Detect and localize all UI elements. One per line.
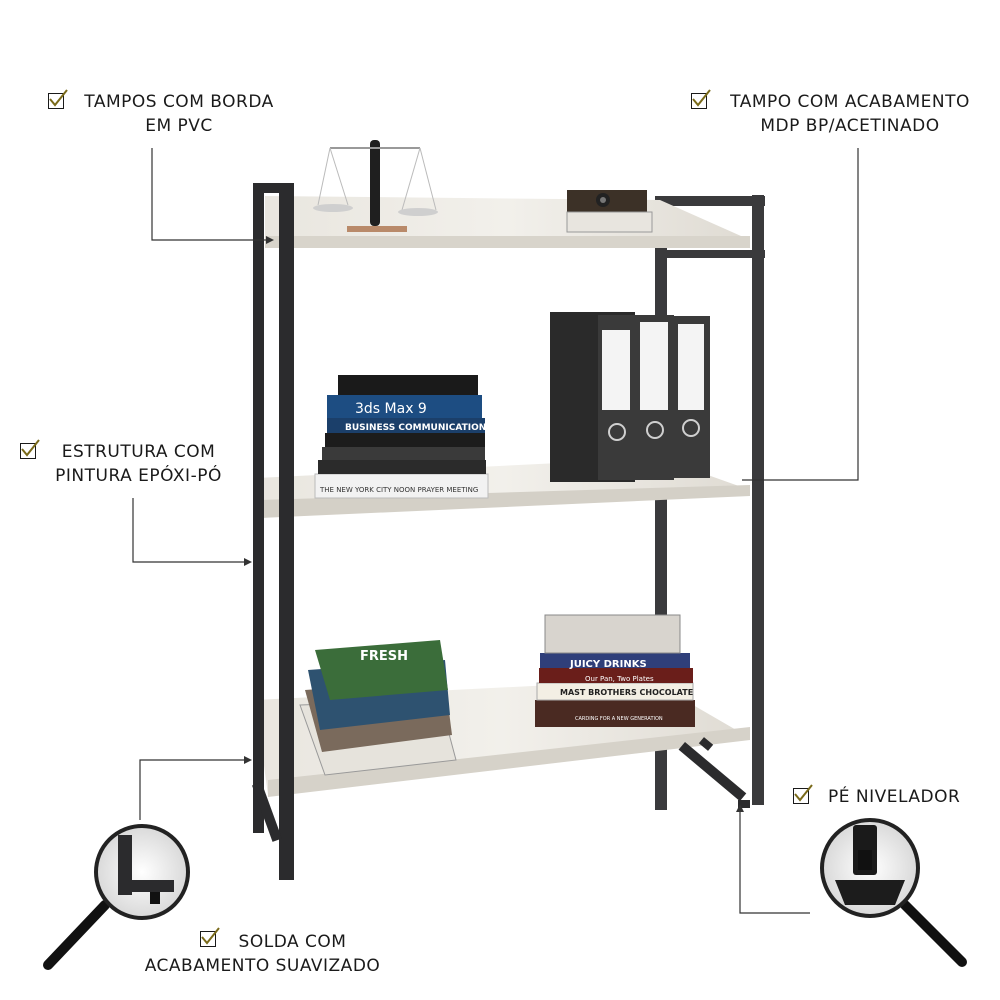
callout-text: MDP BP/ACETINADO [760,116,940,136]
callout-text: PINTURA EPÓXI-PÓ [55,466,222,486]
camera-decor [566,190,653,233]
checkbox-icon [793,784,813,804]
books-middle: 3ds Max 9 BUSINESS COMMUNICATIONS THE NE… [314,375,493,499]
callout-text: EM PVC [145,116,213,136]
callout-text: TAMPOS COM BORDA [84,92,274,112]
callout-pe-nivelador: PÉ NIVELADOR [828,785,960,809]
checkbox-icon [48,89,68,109]
book-title: MAST BROTHERS CHOCOLATE [560,688,693,697]
front-frame [252,183,750,880]
callout-text: SOLDA COM [238,932,347,952]
book-title: Our Pan, Two Plates [585,675,654,683]
callout-estrutura: ESTRUTURA COM PINTURA EPÓXI-PÓ [46,440,231,488]
callout-solda: SOLDA COM ACABAMENTO SUAVIZADO [140,930,385,978]
checkbox-icon [20,439,40,459]
callout-tampos-borda: TAMPOS COM BORDA EM PVC [84,90,274,138]
book-title: BUSINESS COMMUNICATIONS [345,423,493,433]
callout-text: ACABAMENTO SUAVIZADO [144,956,381,976]
checkbox-icon [200,927,220,947]
book-title: THE NEW YORK CITY NOON PRAYER MEETING [319,486,478,494]
magnifier-weld-icon [43,824,190,970]
scale-decor [313,140,438,232]
magnifier-foot-icon [820,818,967,967]
books-bottom-right: JUICY DRINKS Our Pan, Two Plates MAST BR… [535,614,695,727]
callout-text: TAMPO COM ACABAMENTO [730,92,970,112]
book-title: JUICY DRINKS [569,659,647,670]
callout-tampo-acabamento: TAMPO COM ACABAMENTO MDP BP/ACETINADO [725,90,975,138]
checkbox-icon [691,89,711,109]
arrowheads [244,236,744,812]
callout-text: PÉ NIVELADOR [828,787,961,807]
book-title: FRESH [360,649,408,664]
book-title: 3ds Max 9 [355,401,427,417]
books-bottom-left: FRESH [299,640,457,776]
callout-text: ESTRUTURA COM [61,442,216,462]
binders [550,312,710,482]
book-title: CARDING FOR A NEW GENERATION [575,716,663,722]
callout-lines [132,148,859,914]
